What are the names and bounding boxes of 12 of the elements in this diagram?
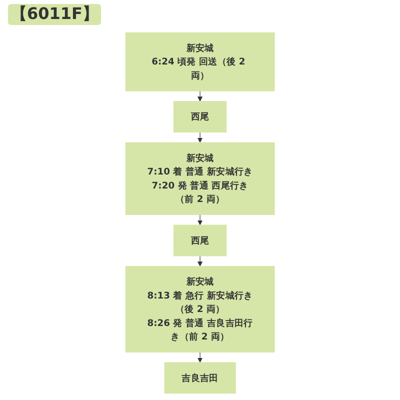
node-box: 西尾	[173, 224, 227, 256]
arrow	[197, 256, 202, 266]
node-box: 新安城 7:10 着 普通 新安城行き 7:20 発 普通 西尾行き（前 2 両）	[125, 142, 275, 215]
node-box: 新安城 6:24 頃発 回送（後 2 両）	[125, 32, 275, 92]
node-box: 吉良吉田	[164, 362, 236, 394]
arrow	[197, 214, 202, 226]
train-set-title: 【6011F】	[8, 4, 102, 25]
node-box: 新安城 8:13 着 急行 新安城行き（後 2 両） 8:26 発 普通 吉良吉田行き（前 2 両）	[125, 266, 275, 352]
arrow	[197, 352, 202, 363]
node-box: 西尾	[173, 101, 227, 133]
arrow	[197, 132, 202, 143]
arrow	[197, 90, 202, 102]
